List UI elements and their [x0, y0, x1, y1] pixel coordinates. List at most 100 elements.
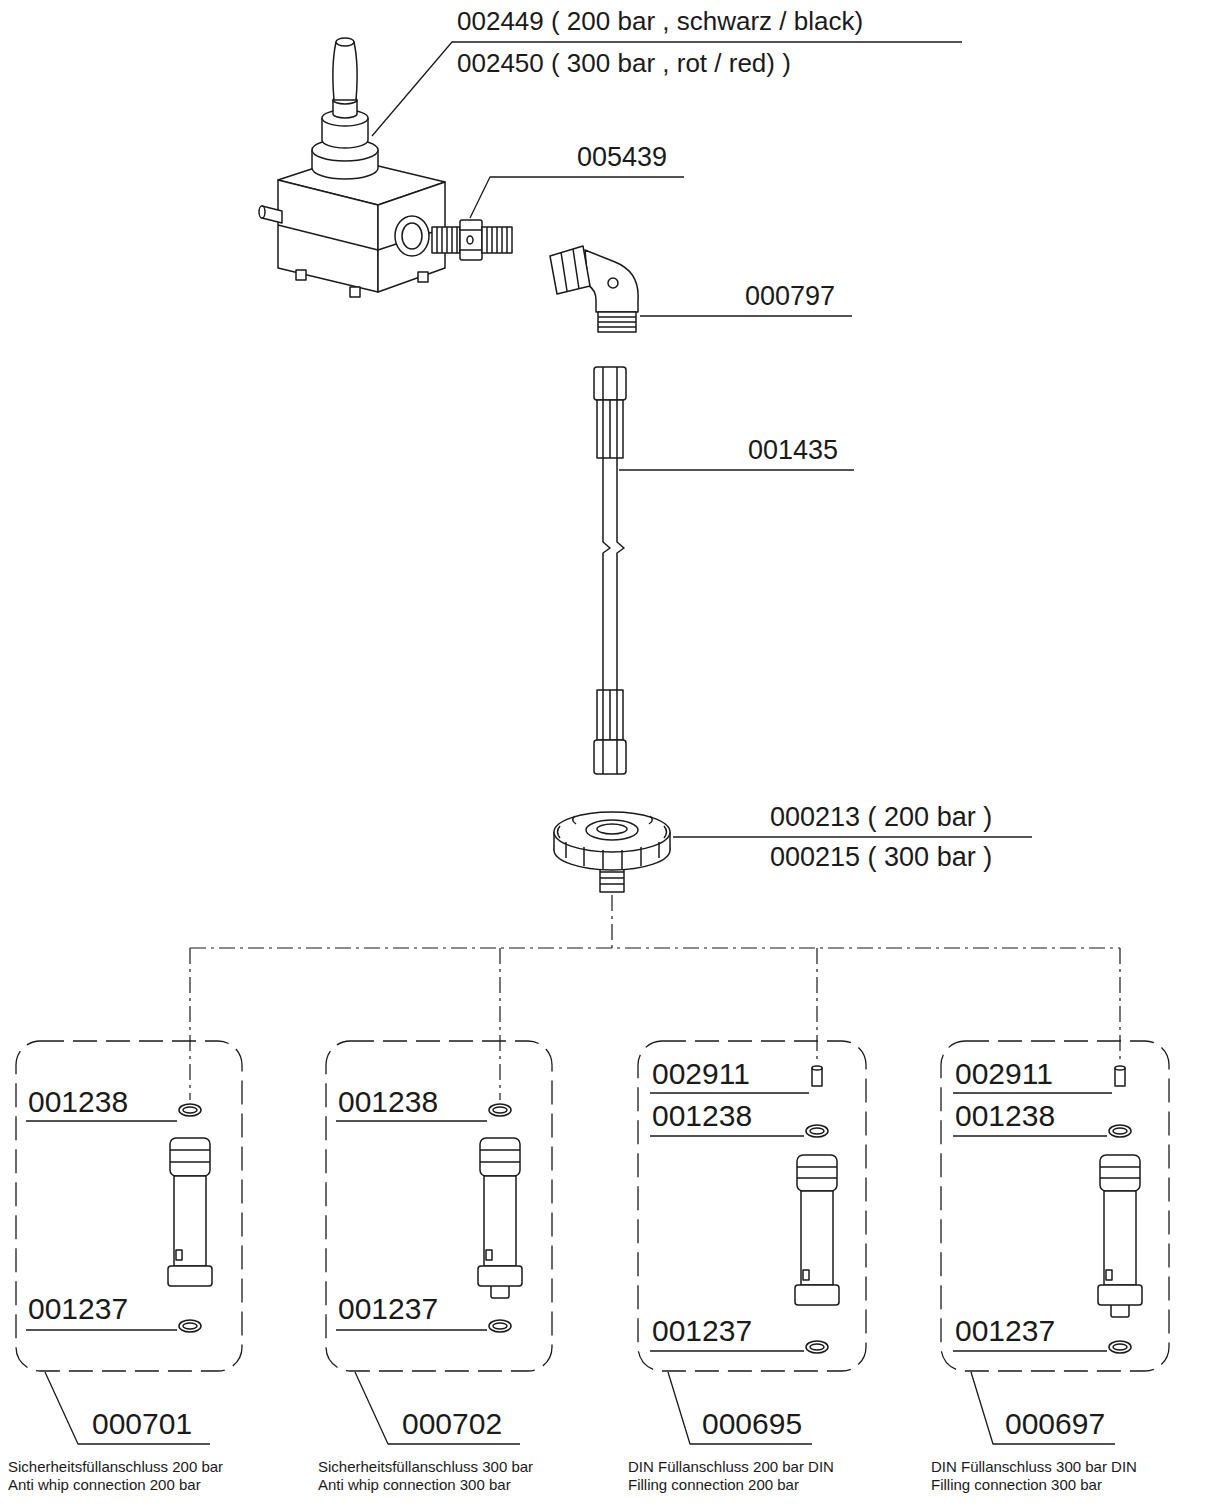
- anti-whip-part: [489, 1320, 511, 1332]
- leader-line: [953, 1093, 1115, 1444]
- dashed-outline: [941, 1041, 1169, 1371]
- din-part: [795, 1285, 839, 1305]
- callout-number: 001237: [955, 1315, 1055, 1347]
- hose: [597, 690, 623, 740]
- adapter-fitting: [460, 220, 482, 260]
- anti-whip-part: [484, 1176, 516, 1266]
- valve-block: [350, 287, 360, 297]
- anti-whip-part: [489, 1104, 511, 1116]
- elbow-fitting: [561, 249, 579, 291]
- handwheel: [586, 820, 638, 840]
- hose: [594, 740, 626, 774]
- callout-number: 001237: [28, 1293, 128, 1325]
- callout-number: 001238: [338, 1086, 438, 1118]
- anti-whip-part: [168, 1104, 212, 1332]
- callout-number: 001237: [338, 1293, 438, 1325]
- kit-box: 001238001237000701Sicherheitsfüllanschlu…: [15, 1040, 243, 1372]
- callout-number: 002911: [652, 1058, 750, 1090]
- anti-whip-part: [170, 1150, 210, 1162]
- din-part: [803, 1270, 809, 1280]
- din-part: [812, 1066, 822, 1070]
- din-part: [1098, 1285, 1142, 1305]
- adapter-fitting: [487, 227, 507, 253]
- elbow-fitting: [585, 250, 638, 312]
- din-part: [1109, 1125, 1131, 1137]
- adapter-fitting: [437, 227, 457, 253]
- hose: [603, 740, 617, 774]
- din-part: [1109, 1341, 1131, 1353]
- valve-block: [395, 216, 429, 256]
- adapter-fitting: [432, 227, 460, 253]
- din-part: [806, 1341, 828, 1353]
- valve-block: [402, 223, 422, 249]
- hose: [603, 367, 617, 400]
- leader-line: [673, 836, 1032, 837]
- handwheel: [566, 842, 659, 869]
- leader-line: [470, 177, 684, 218]
- din-part: [1113, 1128, 1127, 1134]
- anti-whip-part: [486, 1250, 492, 1260]
- callout-number: 000701: [92, 1408, 192, 1440]
- valve-block: [259, 206, 265, 218]
- valve-block: [259, 38, 445, 297]
- callout-number: 001238: [652, 1100, 752, 1132]
- hose: [597, 400, 623, 458]
- callout-number: 001237: [652, 1315, 752, 1347]
- adapter-fitting: [460, 230, 482, 250]
- handwheel: [554, 812, 670, 852]
- leader-line: [619, 469, 854, 470]
- din-part: [1098, 1066, 1142, 1353]
- callout-number: 000215 ( 300 bar ): [770, 843, 992, 872]
- dashed-outline: [326, 1041, 552, 1371]
- callout-number: 001435: [748, 436, 838, 465]
- anti-whip-part: [480, 1150, 520, 1162]
- dashed-outline: [16, 1041, 242, 1371]
- din-part: [810, 1128, 824, 1134]
- din-part: [795, 1066, 839, 1353]
- hose: [603, 400, 617, 458]
- part-caption: Sicherheitsfüllanschluss 200 bar Anti wh…: [8, 1458, 233, 1494]
- anti-whip-part: [480, 1138, 520, 1176]
- branch-line: [190, 895, 1120, 1100]
- callout-number: 000697: [1005, 1408, 1105, 1440]
- elbow-fitting: [550, 246, 590, 294]
- hose: [594, 367, 626, 400]
- callout-number: 001238: [28, 1086, 128, 1118]
- din-part: [1106, 1270, 1112, 1280]
- handwheel: [597, 824, 627, 834]
- din-part: [1113, 1344, 1127, 1350]
- callout-number: 001238: [955, 1100, 1055, 1132]
- din-part: [1100, 1155, 1140, 1191]
- anti-whip-part: [174, 1176, 206, 1266]
- valve-block: [333, 42, 357, 100]
- elbow-fitting: [550, 246, 638, 332]
- callout-number: 002911: [955, 1058, 1053, 1090]
- anti-whip-part: [493, 1323, 507, 1329]
- callout-number: 000213 ( 200 bar ): [770, 803, 992, 832]
- handwheel: [554, 812, 670, 892]
- anti-whip-part: [478, 1104, 522, 1332]
- callout-number: 005439: [577, 143, 667, 172]
- anti-whip-part: [493, 1107, 507, 1113]
- callout-number: 002450 ( 300 bar , rot / red) ): [457, 50, 791, 78]
- din-part: [1104, 1191, 1136, 1285]
- anti-whip-part: [176, 1250, 182, 1260]
- hose: [603, 690, 617, 740]
- kit-box: 002911001238001237000695DIN Füllanschlus…: [637, 1040, 867, 1372]
- leader-line: [336, 1121, 520, 1444]
- hose: [603, 458, 624, 690]
- anti-whip-part: [183, 1323, 197, 1329]
- din-part: [801, 1191, 833, 1285]
- hose: [594, 367, 626, 774]
- leader-line: [372, 42, 962, 136]
- adapter-fitting: [482, 227, 512, 253]
- elbow-fitting: [598, 312, 636, 332]
- callout-number: 002449 ( 200 bar , schwarz / black): [457, 8, 863, 36]
- valve-block: [278, 180, 378, 292]
- dashed-outline: [638, 1041, 866, 1371]
- anti-whip-part: [183, 1107, 197, 1113]
- din-part: [810, 1344, 824, 1350]
- branch-line: [190, 895, 1120, 1100]
- part-caption: DIN Füllanschluss 300 bar DIN Filling co…: [931, 1458, 1137, 1494]
